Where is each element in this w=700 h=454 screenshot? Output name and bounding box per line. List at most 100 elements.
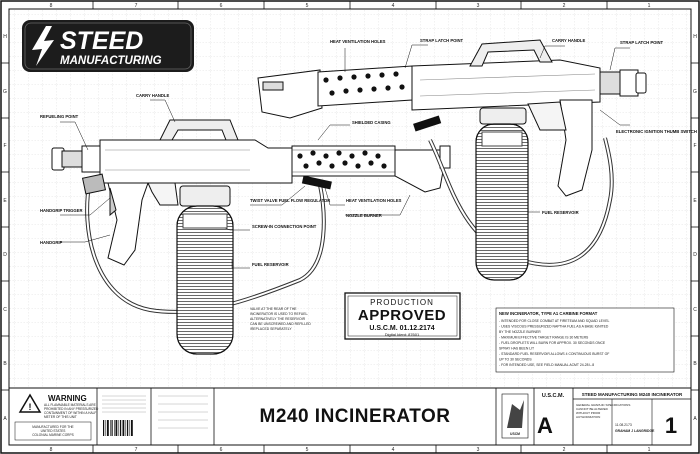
zone-row-left-2: G [3,89,7,95]
valve-note: VALVE AT THE REAR OF THE INCINERATOR IS … [250,307,311,331]
zone-row-right-2: G [693,89,697,95]
incinerator-angled-view [257,39,647,281]
zone-row-left-7: B [3,361,7,367]
spec-notes-panel: NEW INCINERATOR, TYPE A1 CARBINE FORMAT … [495,307,675,373]
svg-text:PROHIBITED IN ANY PRESSURIZED: PROHIBITED IN ANY PRESSURIZED [44,407,99,411]
svg-text:GENERAL GRAPHIC SPECIFICATIONS: GENERAL GRAPHIC SPECIFICATIONS [576,403,630,407]
fuel-reservoir-right [475,123,529,281]
svg-text:PRODUCTION: PRODUCTION [370,298,434,307]
revision-date: 11.08.2173 [615,423,632,427]
zone-row-left-8: A [3,416,7,422]
zone-row-left-5: D [3,252,7,258]
header-right: STEED MANUFACTURING M240 INCINERATOR [582,392,683,397]
zone-row-right-8: A [693,416,697,422]
zone-col-bottom-1: 8 [50,447,53,453]
revision-name: GRAHAM J LANGRIDGE [615,429,655,433]
svg-text:METER OF THIS UNIT: METER OF THIS UNIT [44,415,77,419]
label-carry-handle-right: CARRY HANDLE [552,38,585,43]
zone-row-left-3: F [3,143,6,149]
carry-handle-right [469,39,553,67]
vent-holes-left [297,150,387,169]
svg-text:U.S.C.M. 01.12.2174: U.S.C.M. 01.12.2174 [369,325,434,332]
zone-col-top-1: 8 [50,3,53,9]
zone-col-bottom-3: 6 [220,447,223,453]
zone-row-right-7: B [693,361,697,367]
svg-text:- MAXIMUM EFFECTIVE TARGET RAN: - MAXIMUM EFFECTIVE TARGET RANGE IS 30 M… [499,336,589,340]
svg-text:WITHOUT PRIOR: WITHOUT PRIOR [576,411,601,415]
svg-text:COLONIAL MARINE CORPS: COLONIAL MARINE CORPS [32,433,74,437]
handgrip-left [107,182,149,266]
svg-text:VALVE AT THE REAR OF THE: VALVE AT THE REAR OF THE [250,307,297,311]
zone-col-top-5: 4 [392,3,395,9]
svg-text:MANUFACTURED FOR THE: MANUFACTURED FOR THE [32,425,73,429]
warning-title: WARNING [48,394,87,403]
fine-print-lines [102,395,208,429]
svg-text:- INTENDED FOR CLOSE COMBAT AT: - INTENDED FOR CLOSE COMBAT AT FIRETEAM … [499,319,609,323]
label-heat-vent-top: HEAT VENTILATION HOLES [330,39,386,44]
svg-text:BY THE NOZZLE BURNER: BY THE NOZZLE BURNER [499,330,541,334]
production-approved-stamp: PRODUCTION APPROVED U.S.C.M. 01.12.2174 … [344,292,461,340]
zone-row-left-4: E [3,198,7,204]
svg-text:!: ! [29,402,32,412]
svg-text:INCINERATOR IS USED TO REFUEL.: INCINERATOR IS USED TO REFUEL. [250,312,308,316]
zone-col-top-3: 6 [220,3,223,9]
zone-col-bottom-8: 1 [648,447,651,453]
zone-col-bottom-5: 4 [392,447,395,453]
leader-lines [60,44,630,269]
size-letter: A [537,413,553,438]
incinerator-side-view [51,119,451,355]
zone-row-left-1: H [3,34,7,40]
zone-col-bottom-7: 2 [563,447,566,453]
zone-col-bottom-6: 3 [477,447,480,453]
svg-text:CAN BE UNSCREWED AND REFILLED: CAN BE UNSCREWED AND REFILLED [250,322,311,326]
svg-text:UP TO 30 SECONDS: UP TO 30 SECONDS [499,358,532,362]
svg-text:ALL FLAMMABLE MATERIALS ARE: ALL FLAMMABLE MATERIALS ARE [44,403,96,407]
sheet-number: 1 [665,413,677,438]
svg-text:AUTHORIZATION: AUTHORIZATION [576,415,600,419]
label-strap-latch-right: STRAP LATCH POINT [620,40,664,45]
product-title: M240 INCINERATOR [260,406,451,427]
label-handgrip-trigger: HANDGRIP TRIGGER [40,208,83,213]
trigger-guard-right [527,101,567,131]
label-heat-vent-bottom: HEAT VENTILATION HOLES [346,198,402,203]
steed-logo: STEED MANUFACTURING [22,20,194,72]
svg-text:- USES VISCOUS PRESSURIZED NAP: - USES VISCOUS PRESSURIZED NAPTHA FUEL A… [499,325,609,329]
label-screw-in-connection: SCREW-IN CONNECTION POINT [252,224,317,229]
svg-text:/REPLACED SEPARATELY: /REPLACED SEPARATELY [250,327,292,331]
zone-row-left-6: C [3,307,7,313]
svg-text:- FOR INTENDED USE, SEE FIELD: - FOR INTENDED USE, SEE FIELD MANUAL ACM… [499,363,594,367]
svg-text:CANNOT BE ALTERED: CANNOT BE ALTERED [576,407,609,411]
brand-name: STEED [60,27,143,55]
label-refueling-point: REFUELING POINT [40,114,79,119]
zone-row-right-5: D [693,252,697,258]
svg-text:USCM: USCM [510,432,520,436]
usmc-label: U.S.C.M. [542,393,565,399]
svg-text:APPROVED: APPROVED [358,307,446,324]
label-carry-handle-left: CARRY HANDLE [136,93,169,98]
eagle-emblem-icon [507,400,524,428]
spec-title: NEW INCINERATOR, TYPE A1 CARBINE FORMAT [499,311,598,316]
zone-row-right-6: C [693,307,697,313]
warning-icon [18,393,42,413]
lightning-icon [32,26,54,66]
label-handgrip: HANDGRIP [40,240,63,245]
zone-col-top-8: 1 [648,3,651,9]
svg-text:- FUEL DROPLETS WILL BURN FOR: - FUEL DROPLETS WILL BURN FOR APPROX. 30… [499,341,606,345]
label-strap-latch-point: STRAP LATCH POINT [420,38,464,43]
title-block: ! WARNING ALL FLAMMABLE MATERIALS ARE PR… [8,387,692,446]
label-electronic-ignition: ELECTRONIC IGNITION THUMB SWITCH [616,129,697,134]
svg-text:Digital Ident: 87601: Digital Ident: 87601 [385,332,420,337]
zone-col-top-7: 2 [563,3,566,9]
trigger-guard-left [147,182,179,206]
zone-row-right-3: F [693,143,696,149]
zone-col-top-6: 3 [477,3,480,9]
vent-holes-right [323,71,405,96]
brand-sub: MANUFACTURING [60,55,162,67]
label-twist-valve: TWIST VALVE FUEL FLOW REGULATOR [250,198,330,203]
label-fuel-reservoir-left: FUEL RESERVOIR [252,262,289,267]
carry-handle-left [159,119,239,141]
svg-text:CONTAINMENT OF WITHIN A HALF: CONTAINMENT OF WITHIN A HALF [44,411,96,415]
